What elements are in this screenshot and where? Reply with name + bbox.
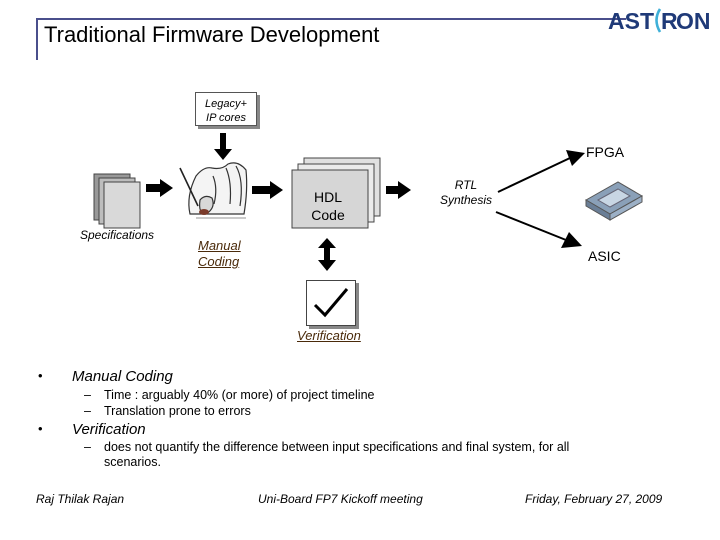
arrow-coding-to-hdl <box>252 181 283 199</box>
legacy-label-line1: Legacy+ <box>205 98 247 110</box>
title-frame-left <box>36 18 38 60</box>
title-frame-top <box>36 18 626 20</box>
sub-bullet-quantify: does not quantify the difference between… <box>104 440 570 454</box>
legacy-ip-cores-box: Legacy+ IP cores <box>195 92 257 126</box>
logo-text-c: ON <box>676 8 711 34</box>
specifications-label: Specifications <box>80 228 155 242</box>
legacy-label-line2: IP cores <box>206 112 246 124</box>
bullet-marker-2: • <box>38 421 43 436</box>
rtl-label-line2: Synthesis <box>439 193 493 207</box>
arrow-hdl-to-rtl <box>386 181 411 199</box>
verification-link[interactable]: Verification <box>297 328 361 343</box>
asic-label: ASIC <box>588 248 621 264</box>
logo-text-b: R <box>661 8 678 34</box>
logo-arc-icon <box>655 8 662 33</box>
sub-bullet-time: Time : arguably 40% (or more) of project… <box>104 388 375 402</box>
hdl-code-stack <box>291 157 381 229</box>
bullet-marker-1: • <box>38 368 43 383</box>
slide-title: Traditional Firmware Development <box>44 22 380 47</box>
rtl-synthesis-label: RTL Synthesis <box>436 178 496 208</box>
fpga-label: FPGA <box>586 144 625 160</box>
hdl-code-label: HDL Code <box>293 188 363 224</box>
hdl-label-line1: HDL <box>313 189 342 205</box>
arrow-rtl-to-fpga <box>497 150 585 193</box>
verification-box <box>306 280 356 326</box>
hdl-label-line2: Code <box>311 207 345 223</box>
footer-event: Uni-Board FP7 Kickoff meeting <box>258 492 423 506</box>
sub-bullet-errors: Translation prone to errors <box>104 404 251 418</box>
arrow-specs-to-coding <box>146 179 173 197</box>
arrow-hdl-verification-bidirectional <box>318 238 336 271</box>
arrow-rtl-to-asic <box>495 211 582 248</box>
manual-coding-line2: Coding <box>198 254 240 269</box>
dash-2-1: – <box>84 440 91 454</box>
manual-coding-link[interactable]: Manual Coding <box>198 238 241 270</box>
bullet-manual-coding: Manual Coding <box>72 368 173 385</box>
footer-date: Friday, February 27, 2009 <box>525 492 663 506</box>
rtl-label-line1: RTL <box>454 178 478 192</box>
footer-author: Raj Thilak Rajan <box>36 492 125 506</box>
specifications-documents-icon <box>93 173 141 229</box>
bullet-verification: Verification <box>72 421 146 438</box>
arrow-legacy-to-coding <box>214 133 232 160</box>
hand-writing-icon <box>179 162 248 219</box>
astron-logo: AST R ON <box>608 8 711 34</box>
manual-coding-line1: Manual <box>198 238 241 253</box>
dash-1-1: – <box>84 388 91 402</box>
sub-bullet-quantify-cont: scenarios. <box>104 455 161 469</box>
fpga-chip-icon <box>584 181 644 221</box>
logo-text-a: AST <box>608 8 654 34</box>
dash-1-2: – <box>84 404 91 418</box>
checkmark-icon <box>313 288 349 318</box>
